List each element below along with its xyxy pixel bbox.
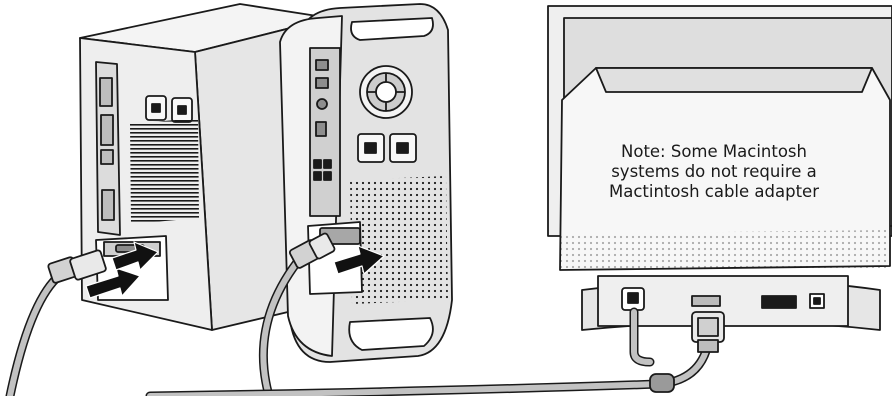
mac-adapter (692, 312, 724, 352)
note-line-2: systems do not require a (596, 162, 832, 182)
ferrite-bead (650, 374, 674, 392)
note-line-3: Mactintosh cable adapter (596, 182, 832, 202)
macintosh-note: Note: Some Macintosh systems do not requ… (596, 142, 832, 202)
power-mac-tower (280, 4, 452, 362)
note-line-1: Note: Some Macintosh (596, 142, 832, 162)
